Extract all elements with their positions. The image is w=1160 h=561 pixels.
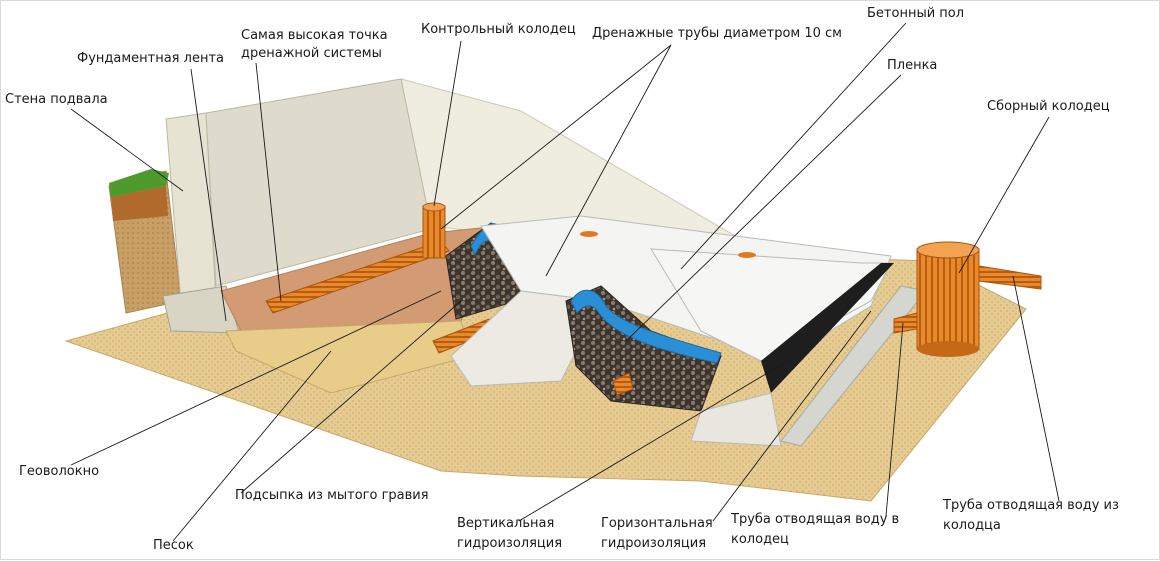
inlet-pipe <box>893 312 918 334</box>
label-pipe-to-well-line2: колодец <box>731 532 789 547</box>
grass-layer <box>109 169 169 197</box>
waterproofing-membrane-right <box>570 289 722 364</box>
label-film: Пленка <box>887 58 938 73</box>
label-control-well: Контрольный колодец <box>421 22 576 37</box>
leader-lines <box>70 22 1060 542</box>
control-well-shape <box>422 205 446 259</box>
sand-lip <box>225 320 472 394</box>
label-horizontal-waterproofing-line2: гидроизоляция <box>601 536 707 551</box>
drain-pipe-middle-stub <box>612 372 634 396</box>
label-sand: Песок <box>153 538 194 553</box>
label-gravel-bedding: Подсыпка из мытого гравия <box>235 488 429 503</box>
concrete-edge-front <box>690 392 782 447</box>
drain-pipe-back <box>265 240 450 314</box>
label-pipe-from-well-line2: колодца <box>943 518 1001 533</box>
label-foundation-strip: Фундаментная лента <box>77 51 224 66</box>
outlet-pipe <box>978 265 1042 290</box>
label-drain-pipes: Дренажные трубы диаметром 10 см <box>592 26 842 41</box>
label-vertical-waterproofing-line1: Вертикальная <box>457 516 555 531</box>
label-horizontal-waterproofing-line1: Горизонтальная <box>601 516 713 531</box>
label-basement-wall: Стена подвала <box>5 92 108 107</box>
label-concrete-floor: Бетонный пол <box>867 6 965 21</box>
label-collecting-well: Сборный колодец <box>987 99 1110 114</box>
label-pipe-from-well-line1: Труба отводящая воду из <box>943 498 1119 513</box>
label-highest-point-line2: дренажной системы <box>241 46 382 61</box>
label-pipe-to-well-line1: Труба отводящая воду в <box>731 512 900 527</box>
collecting-well-shape <box>916 248 980 350</box>
label-vertical-waterproofing-line2: гидроизоляция <box>457 536 563 551</box>
topsoil-layer <box>111 186 168 221</box>
label-geotextile: Геоволокно <box>19 464 100 479</box>
horizontal-waterproofing-edge <box>761 263 894 393</box>
concrete-slab-right <box>650 248 892 362</box>
label-highest-point-line1: Самая высокая точка <box>241 28 388 43</box>
